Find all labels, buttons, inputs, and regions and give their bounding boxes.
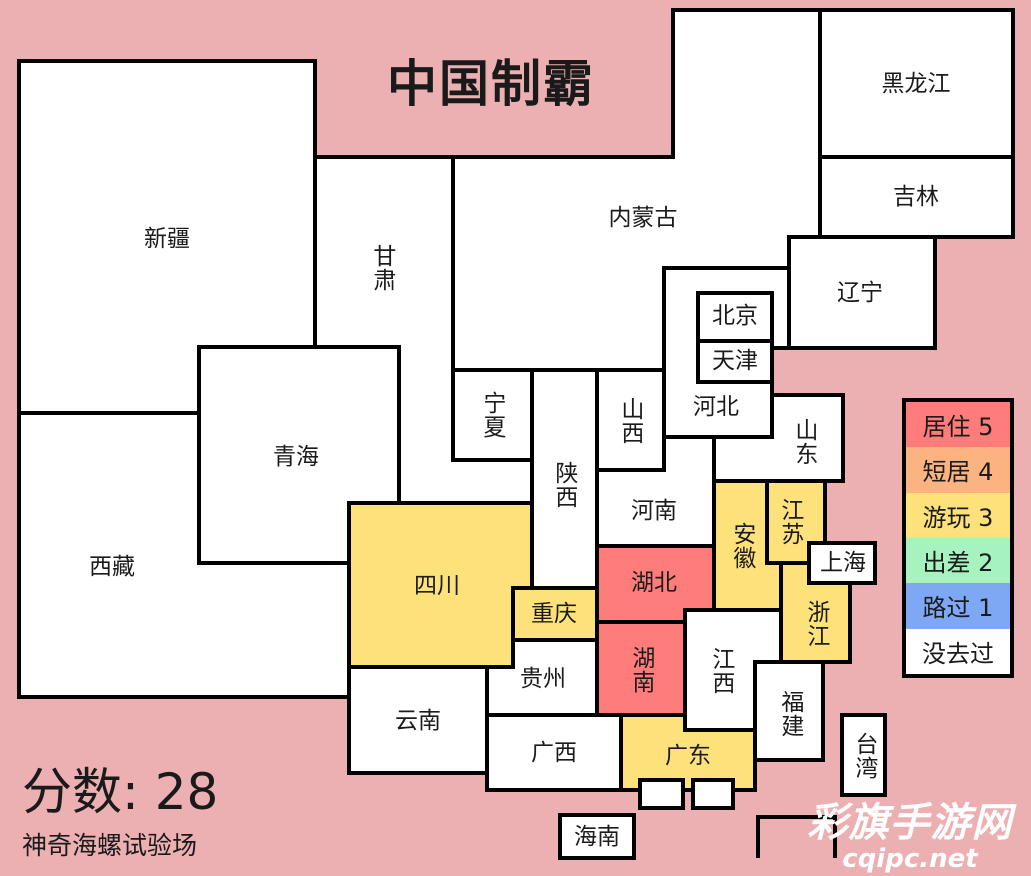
legend-item-stay[interactable]: 短居 4 <box>906 447 1010 493</box>
legend-item-never[interactable]: 没去过 <box>906 628 1010 674</box>
province-shanghai[interactable] <box>807 541 877 585</box>
province-tianjin[interactable] <box>696 339 774 384</box>
subtitle: 神奇海螺试验场 <box>22 831 198 860</box>
page-title: 中国制霸 <box>387 55 595 113</box>
province-jilin[interactable] <box>818 155 1015 239</box>
legend-item-live[interactable]: 居住 5 <box>906 402 1010 448</box>
score-display: 分数: 28 <box>22 763 219 821</box>
province-guangdong[interactable] <box>619 713 757 792</box>
province-taiwan[interactable] <box>840 713 887 797</box>
legend-item-travel[interactable]: 游玩 3 <box>906 492 1010 538</box>
province-heilongjiang[interactable] <box>818 8 1015 159</box>
province-shaanxi[interactable] <box>530 368 599 590</box>
province-hunan[interactable] <box>595 620 687 717</box>
south-sea-bracket <box>756 815 837 858</box>
watermark: 彩旗手游网 cqipc.net <box>790 790 1030 874</box>
province-shanxi[interactable] <box>595 368 666 472</box>
watermark-url: cqipc.net <box>842 844 978 874</box>
province-ningxia[interactable] <box>451 368 534 462</box>
legend: 居住 5 短居 4 游玩 3 出差 2 路过 1 没去过 <box>902 398 1014 678</box>
province-liaoning[interactable] <box>787 235 937 350</box>
province-guangxi[interactable] <box>485 713 623 792</box>
province-sichuan[interactable] <box>347 501 534 669</box>
province-yunnan[interactable] <box>347 665 489 775</box>
province-fujian[interactable] <box>753 660 825 762</box>
province-hainan[interactable] <box>558 813 636 860</box>
legend-item-passby[interactable]: 路过 1 <box>906 583 1010 629</box>
province-chongqing[interactable] <box>511 586 599 642</box>
province-hongkong[interactable] <box>691 778 735 810</box>
province-macau[interactable] <box>638 778 685 810</box>
province-beijing[interactable] <box>696 291 774 343</box>
legend-item-business[interactable]: 出差 2 <box>906 537 1010 584</box>
watermark-title: 彩旗手游网 <box>807 800 1013 846</box>
